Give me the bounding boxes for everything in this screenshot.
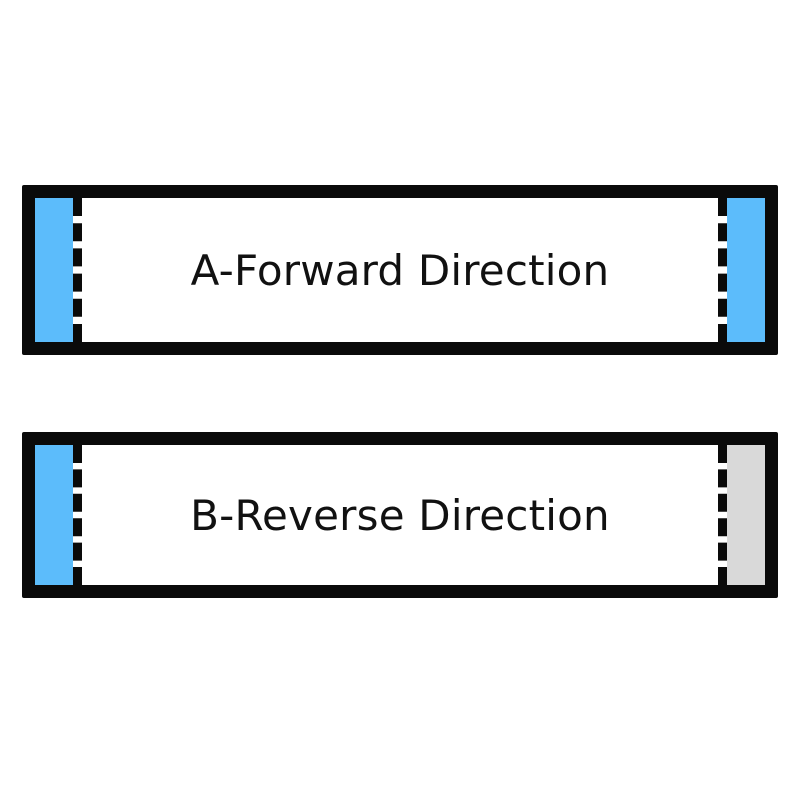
panel-a-interior: A-Forward Direction bbox=[35, 198, 765, 342]
panel-a-right-blue-band bbox=[727, 198, 765, 342]
panel-a-left-blue-band bbox=[35, 198, 73, 342]
panel-b-right-gray-band bbox=[727, 445, 765, 585]
panel-b-label: B-Reverse Direction bbox=[190, 490, 610, 540]
panel-b-left-dashed-divider bbox=[73, 445, 82, 585]
panel-a-label: A-Forward Direction bbox=[190, 245, 610, 295]
panel-b: B-Reverse Direction bbox=[22, 432, 778, 598]
panel-b-left-blue-band bbox=[35, 445, 73, 585]
panel-a-right-dashed-divider bbox=[718, 198, 727, 342]
panel-a-left-dashed-divider bbox=[73, 198, 82, 342]
panel-b-right-dashed-divider bbox=[718, 445, 727, 585]
panel-a: A-Forward Direction bbox=[22, 185, 778, 355]
panel-b-interior: B-Reverse Direction bbox=[35, 445, 765, 585]
